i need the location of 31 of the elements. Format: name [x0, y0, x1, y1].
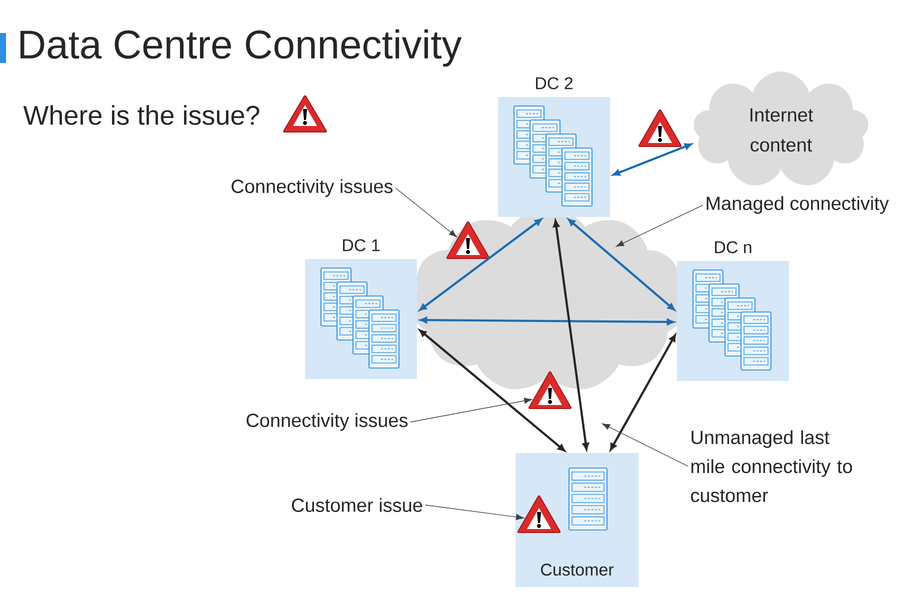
callout-text: Customer issue: [292, 498, 422, 512]
callout-text: Connectivity issues: [232, 179, 393, 197]
warning-triangle: [528, 371, 572, 409]
connection-arrow: [568, 218, 675, 310]
data-centre-box: DC 2: [498, 77, 610, 217]
node-label: DC n: [715, 241, 752, 254]
leader-line: [424, 504, 524, 520]
connection-arrow: [553, 220, 589, 450]
subtitle: Where is the issue?: [23, 105, 260, 125]
connection-arrow: [420, 316, 674, 326]
leader-line: [602, 423, 688, 467]
internet-cloud: Internet content: [694, 71, 868, 186]
connection-arrow: [419, 218, 542, 311]
callout-text: Managed connectivity: [706, 196, 889, 214]
callout-text: Connectivity issues: [246, 413, 408, 431]
customer-box: Customer: [516, 453, 638, 587]
node-label: DC 2: [536, 77, 572, 90]
node-label: DC 1: [343, 239, 380, 252]
data-centre-box: DC 1: [305, 239, 417, 379]
leader-line: [410, 398, 532, 422]
connection-arrow: [419, 330, 566, 452]
warning-triangle: [446, 221, 490, 259]
connection-arrow: [612, 143, 692, 176]
title: Data Centre Connectivity: [20, 29, 462, 67]
warning-triangle: [638, 109, 682, 147]
callout-text: Unmanaged last mile connectivity to customer: [691, 430, 852, 502]
warning-triangle: [517, 495, 561, 533]
leader-line: [616, 204, 704, 247]
connection-arrow: [610, 334, 676, 450]
leader-line: [395, 188, 457, 238]
data-centre-box: DC n: [677, 241, 789, 381]
